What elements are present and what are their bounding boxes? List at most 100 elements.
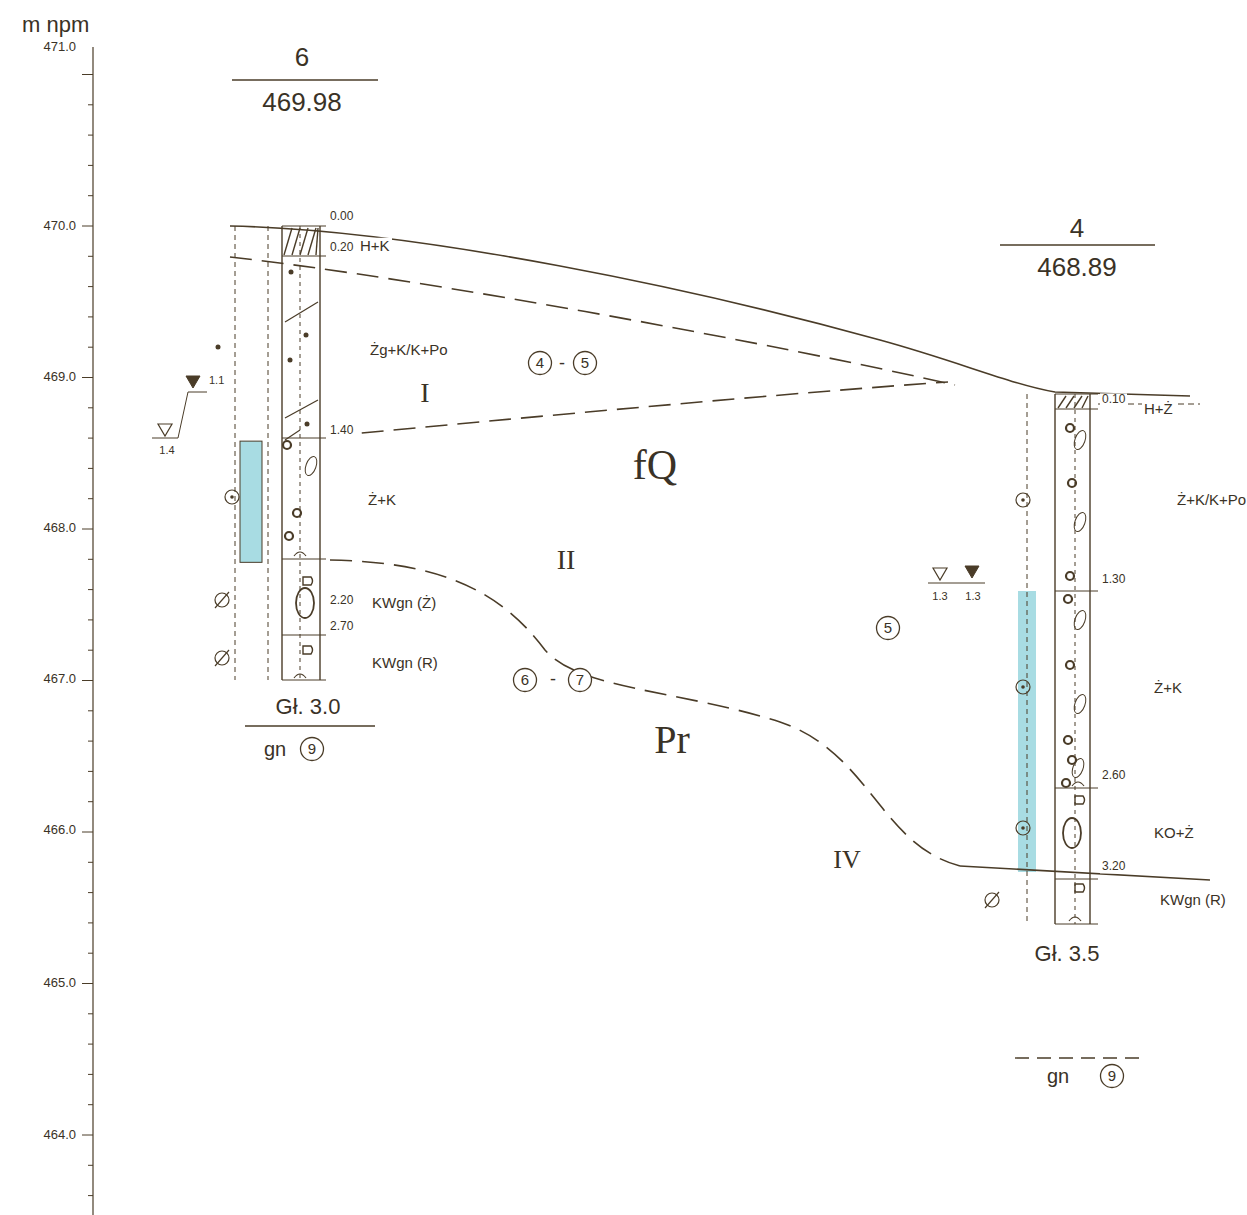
borehole-wall: [1089, 394, 1090, 924]
circle-number: 9: [299, 736, 325, 762]
section-label: gn: [1045, 1065, 1071, 1087]
axis-minor-tick: [88, 468, 93, 469]
soil-hatch: [1066, 396, 1074, 408]
section-label: 1.4: [157, 444, 176, 456]
section-label: 0.10: [1100, 393, 1127, 406]
rock-fragment: [303, 646, 313, 654]
gravel-ring: [293, 509, 301, 517]
gravel-dot: [305, 422, 310, 427]
axis-minor-tick: [88, 195, 93, 196]
section-label: m npm: [20, 13, 91, 37]
boulder-oval: [1063, 818, 1081, 848]
gravel-ring: [1066, 661, 1074, 669]
axis-minor-tick: [88, 104, 93, 105]
circle-number: 5: [572, 350, 598, 376]
section-label: fQ: [631, 442, 679, 488]
borehole-header-line: [1000, 244, 1155, 246]
axis-minor-tick: [88, 1165, 93, 1166]
section-label: KWgn (R): [1158, 892, 1228, 909]
section-label: Gł. 3.0: [274, 695, 343, 719]
cobble-oval: [1072, 511, 1088, 533]
sample-undisturbed: [225, 490, 239, 504]
borehole-header-line: [232, 79, 378, 81]
axis-minor-tick: [88, 892, 93, 893]
gravel-ring: [1064, 736, 1072, 744]
axis-minor-tick: [88, 922, 93, 923]
axis-minor-tick: [88, 559, 93, 560]
depth-tick: [1055, 924, 1098, 925]
section-label: 0.20: [328, 241, 355, 254]
borehole-axis: [300, 226, 301, 680]
elevation-axis: [92, 47, 93, 1215]
rock-fragment: [1075, 796, 1085, 804]
soil-hatch: [1082, 396, 1088, 408]
axis-minor-tick: [88, 498, 93, 499]
depth-tick: [282, 256, 326, 257]
water-level-stabilized: [186, 376, 200, 388]
section-label: I: [418, 378, 431, 409]
axis-minor-tick: [88, 741, 93, 742]
section-label: Ż+K: [366, 492, 398, 509]
soil-hatch: [284, 228, 292, 255]
section-label: KO+Ż: [1152, 825, 1196, 842]
sample-undisturbed-dot: [230, 495, 234, 499]
cobble-oval: [1072, 429, 1088, 451]
ground-surface: [230, 226, 1190, 396]
sample-disturbed-slash: [215, 650, 229, 666]
axis-major-tick: [82, 377, 93, 378]
water-level-leader: [928, 583, 985, 584]
cobble-oval: [1072, 609, 1088, 631]
sample-disturbed-slash: [215, 592, 229, 608]
section-label: 1.40: [328, 424, 355, 437]
depth-tick: [282, 559, 326, 560]
circle-number: 7: [567, 667, 593, 693]
axis-major-tick: [82, 1135, 93, 1136]
rock-arc: [1072, 782, 1084, 786]
soil-hatch: [1058, 396, 1066, 408]
cobble-oval: [1070, 757, 1086, 779]
soil-class-circle: 5: [875, 615, 901, 641]
cobble-oval: [1072, 693, 1088, 715]
axis-minor-tick: [88, 650, 93, 651]
soil-class-circle: 5: [572, 350, 598, 376]
section-label: gn: [262, 738, 288, 760]
depth-tick: [282, 680, 326, 681]
depth-tick: [1055, 409, 1098, 410]
gravel-slash: [285, 430, 300, 440]
axis-minor-tick: [88, 801, 93, 802]
section-label: Ż+K/K+Po: [1175, 492, 1247, 509]
depth-tick: [1055, 591, 1098, 592]
circle-number: 9: [1099, 1063, 1125, 1089]
sample-disturbed: [215, 593, 229, 607]
soil-class-circle: 9: [299, 736, 325, 762]
sample-undisturbed-dot: [1021, 498, 1025, 502]
borehole-wall: [281, 226, 282, 680]
section-label: 465.0: [41, 976, 78, 990]
borehole-footer-line: [245, 725, 375, 726]
rock-fragment: [303, 577, 313, 585]
rock-arc: [294, 552, 306, 556]
axis-minor-tick: [88, 862, 93, 863]
water-level-encountered: [933, 568, 947, 580]
sample-disturbed: [985, 893, 999, 907]
section-label: H+K: [358, 238, 392, 255]
section-label: Żg+K/K+Po: [368, 342, 450, 359]
section-label: 466.0: [41, 823, 78, 837]
gravel-ring: [283, 441, 291, 449]
sample-undisturbed-dot: [1021, 826, 1025, 830]
borehole-wall: [319, 226, 320, 680]
depth-tick: [1055, 879, 1098, 880]
axis-minor-tick: [88, 1013, 93, 1014]
point-mark: [216, 345, 221, 350]
gravel-ring: [1062, 779, 1070, 787]
circle-number: 4: [527, 350, 553, 376]
section-label: 464.0: [41, 1128, 78, 1142]
axis-minor-tick: [88, 286, 93, 287]
axis-minor-tick: [88, 347, 93, 348]
section-label: 3.20: [1100, 860, 1127, 873]
axis-minor-tick: [88, 710, 93, 711]
axis-minor-tick: [88, 953, 93, 954]
water-column-guide: [268, 226, 269, 680]
section-label: 6: [293, 43, 311, 72]
gravel-dot: [289, 270, 294, 275]
